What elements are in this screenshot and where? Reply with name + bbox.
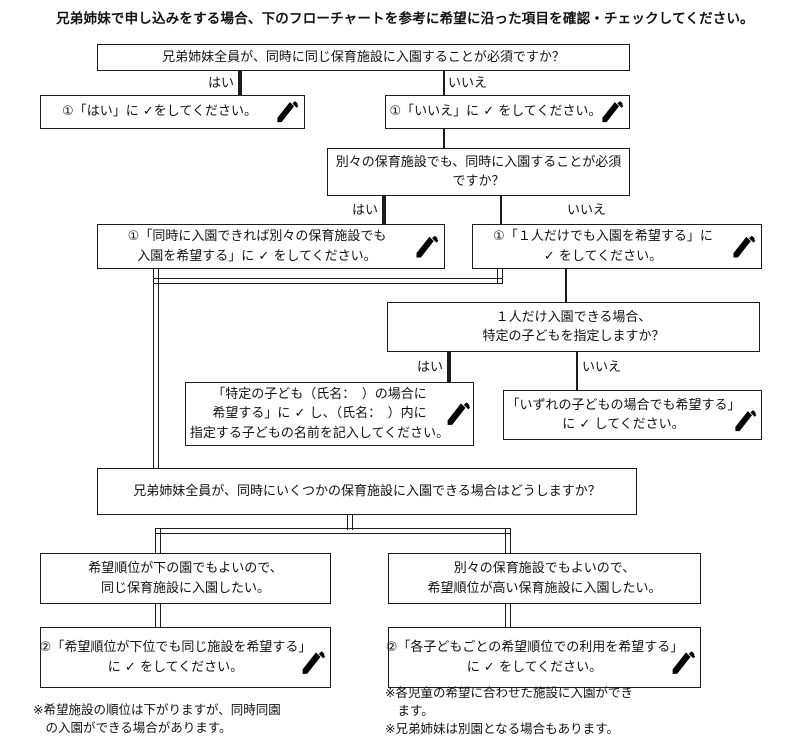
connector-q4-split — [155, 528, 511, 534]
step-text-line: 希望する」に ✓ し、（氏名： ）内に — [212, 406, 427, 422]
question-box-separate-facilities-required: 別々の保育施設でも、同時に入園することが必須 ですか？ — [327, 148, 630, 196]
step-text: ①「はい」に ✓をしてください。 — [62, 104, 257, 120]
question-text-line: １人だけ入園できる場合、 — [495, 309, 652, 325]
step-box-specific-child: 「特定の子ども（氏名： ）の場合に 希望する」に ✓ し、（氏名： ）内に 指定… — [185, 382, 474, 446]
step-text-line: ①「同時に入園できれば別々の保育施設でも — [127, 229, 387, 244]
connector-no2-merge — [497, 268, 503, 283]
option-text-line: 同じ保育施設に入園したい。 — [100, 580, 270, 596]
pencil-icon — [730, 233, 758, 261]
connector-split-right — [505, 528, 511, 554]
step-text-line: に ✓ をしてください。 — [466, 659, 603, 675]
question-box-specify-child: １人だけ入園できる場合、 特定の子どもを指定しますか？ — [387, 302, 760, 352]
question-text: 兄弟姉妹全員が、同時に同じ保育施設に入園することが必須ですか？ — [162, 49, 565, 65]
pencil-icon — [444, 400, 473, 429]
step-box-check-per-child-rank: ②「各子どもごとの希望順位での利用を希望する」 に ✓ をしてください。 — [385, 627, 701, 688]
footnote-line: ます。 — [385, 703, 434, 719]
pencil-icon — [274, 99, 301, 126]
question-box-all-same-facility: 兄弟姉妹全員が、同時に同じ保育施設に入園することが必須ですか？ — [97, 44, 630, 71]
label-no-2: いいえ — [567, 203, 607, 218]
footnote-line: の入園ができる場合があります。 — [33, 720, 232, 736]
option-text-line: 希望順位が下の園でもよいので、 — [88, 561, 283, 576]
pencil-icon — [299, 649, 328, 678]
step-text: ①「いいえ」に ✓ をしてください。 — [389, 104, 602, 120]
step-box-check-yes: ①「はい」に ✓をしてください。 — [40, 95, 305, 129]
footnote-line: ※希望施設の順位は下がりますが、同時同園 — [33, 702, 281, 717]
step-text-line: に ✓ してください。 — [562, 417, 685, 432]
connector-q1-yes — [238, 70, 242, 95]
label-yes-3: はい — [416, 360, 443, 375]
label-no-1: いいえ — [448, 76, 488, 91]
question-box-multiple-facilities-possible: 兄弟姉妹全員が、同時にいくつかの保育施設に入園できる場合はどうしますか？ — [97, 468, 637, 515]
label-no-3: いいえ — [582, 360, 622, 375]
connector-split-left — [155, 528, 161, 554]
footnote-left: ※希望施設の順位は下がりますが、同時同園 の入園ができる場合があります。 — [33, 701, 281, 737]
footnote-line: ※兄弟姉妹は別園となる場合もあります。 — [385, 721, 619, 737]
connector-no2-q3 — [565, 268, 567, 302]
step-box-simultaneous-separate-ok: ①「同時に入園できれば別々の保育施設でも 入園を希望する」に ✓ をしてください… — [97, 224, 445, 269]
connector-merge-main — [153, 268, 159, 468]
footnote-line: ※各児童の希望に合わせた施設に入園ができ — [385, 685, 633, 700]
option-box-same-facility-lower-rank: 希望順位が下の園でもよいので、 同じ保育施設に入園したい。 — [40, 553, 331, 604]
step-box-check-same-facility: ②「希望順位が下位でも同じ施設を希望する」 に ✓ をしてください。 — [40, 627, 331, 688]
step-text-line: 入園を希望する」に ✓ をしてください。 — [137, 248, 377, 264]
footnote-right: ※各児童の希望に合わせた施設に入園ができ ます。 ※兄弟姉妹は別園となる場合もあ… — [385, 684, 633, 738]
step-text-line: 指定する子どもの名前を記入してください。 — [189, 425, 450, 441]
label-yes-2: はい — [351, 203, 378, 218]
connector-q4-drop — [347, 514, 353, 530]
step-text-line: 「いずれの子どもの場合でも希望する」 — [506, 397, 741, 413]
pencil-icon — [669, 649, 698, 678]
connector-q2-no — [500, 195, 502, 224]
step-box-check-no: ①「いいえ」に ✓ をしてください。 — [385, 95, 630, 129]
step-text-line: ✓ をしてください。 — [543, 248, 663, 264]
question-text-line: 別々の保育施設でも、同時に入園することが必須 — [335, 154, 622, 170]
connector-q3-no — [576, 351, 578, 390]
pencil-icon — [732, 407, 759, 434]
connector-q1-no — [443, 70, 445, 95]
connector-no1-q2 — [443, 128, 445, 148]
question-text-line: ですか？ — [452, 174, 505, 189]
question-text-line: 特定の子どもを指定しますか？ — [482, 329, 665, 344]
connector-q2-yes — [382, 195, 386, 224]
step-text-line: ②「各子どもごとの希望順位での利用を希望する」 — [385, 640, 684, 655]
step-text-line: ②「希望順位が下位でも同じ施設を希望する」 — [39, 640, 312, 655]
pencil-icon — [413, 233, 441, 261]
option-text-line: 希望順位が高い保育施設に入園したい。 — [427, 580, 662, 596]
connector-optsame-act — [155, 603, 161, 628]
step-box-any-child: 「いずれの子どもの場合でも希望する」 に ✓ してください。 — [503, 390, 762, 440]
option-box-separate-higher-rank: 別々の保育施設でもよいので、 希望順位が高い保育施設に入園したい。 — [388, 553, 701, 604]
step-text-line: 「特定の子ども（氏名： ）の場合に — [212, 386, 427, 402]
connector-optdiff-act — [505, 603, 511, 628]
step-text-line: ①「１人だけでも入園を希望する」に — [493, 229, 713, 244]
pencil-icon — [599, 99, 626, 126]
question-text: 兄弟姉妹全員が、同時にいくつかの保育施設に入園できる場合はどうしますか？ — [133, 483, 601, 499]
option-text-line: 別々の保育施設でもよいので、 — [453, 561, 636, 576]
connector-q3-yes — [447, 351, 451, 382]
label-yes-1: はい — [207, 76, 234, 91]
step-text-line: に ✓ をしてください。 — [107, 659, 244, 675]
page-title: 兄弟姉妹で申し込みをする場合、下のフローチャートを参考に希望に沿った項目を確認・… — [56, 11, 754, 27]
connector-merge-horizontal — [153, 278, 503, 284]
step-box-only-one-ok: ①「１人だけでも入園を希望する」に ✓ をしてください。 — [472, 224, 762, 269]
